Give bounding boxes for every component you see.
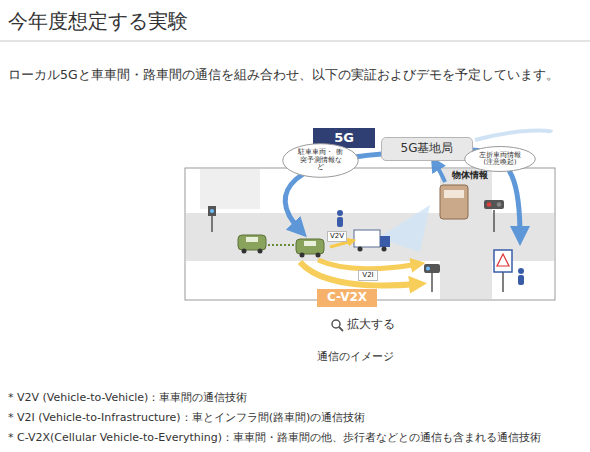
magnifier-icon bbox=[332, 320, 340, 328]
footnote: * C-V2X(Cellular Vehicle-to-Everything)：… bbox=[8, 431, 541, 444]
intro-text: ローカル5Gと車車間・路車間の通信を組み合わせ、以下の実証およびデモを予定してい… bbox=[8, 67, 559, 82]
truck bbox=[354, 230, 390, 252]
node-text: 駐車車両・ 衝突予測情報など bbox=[297, 149, 345, 171]
node-text: 左折車両情報 (注意喚起) bbox=[478, 152, 522, 167]
traffic-light bbox=[484, 200, 504, 209]
car bbox=[296, 239, 324, 258]
bus bbox=[440, 185, 468, 219]
dotted-link bbox=[268, 244, 294, 246]
block bbox=[200, 169, 260, 209]
info-callout: 駐車車両・ 衝突予測情報など bbox=[282, 143, 359, 178]
car bbox=[238, 235, 266, 254]
traffic-light bbox=[424, 264, 440, 273]
crossroad bbox=[440, 169, 492, 299]
figure-caption: 通信のイメージ bbox=[317, 350, 394, 363]
footnote: * V2I (Vehicle-to-Infrastructure)：車とインフラ… bbox=[8, 411, 365, 424]
cv2x-arrow bbox=[318, 260, 418, 269]
title-rule bbox=[0, 41, 590, 42]
pedestrian bbox=[337, 210, 524, 285]
object-info-label: 物体情報 bbox=[452, 170, 488, 181]
node-text: 5G bbox=[334, 131, 354, 146]
warning-sign bbox=[494, 250, 512, 272]
node-text: V2I bbox=[362, 271, 373, 279]
footnote: * V2V (Vehicle-to-Vehicle)：車車間の通信技術 bbox=[8, 391, 247, 404]
5g-arrow bbox=[475, 130, 552, 140]
traffic-light bbox=[208, 206, 216, 216]
cv2x-label: C-V2X bbox=[317, 289, 377, 307]
base-station-box: 5G基地局 bbox=[381, 137, 473, 161]
v2v-tag: V2V bbox=[327, 231, 347, 242]
node-text: C-V2X bbox=[327, 291, 367, 305]
bus-window bbox=[444, 190, 464, 198]
info-callout: 左折車両情報 (注意喚起) bbox=[464, 146, 536, 172]
node-text: V2V bbox=[330, 232, 344, 240]
enlarge-link: 拡大する bbox=[347, 317, 395, 331]
v2i-tag: V2I bbox=[358, 270, 378, 281]
page-title: 今年度想定する実験 bbox=[8, 9, 188, 33]
node-text: 5G基地局 bbox=[401, 142, 454, 156]
sensor-area bbox=[378, 205, 430, 252]
map-frame bbox=[185, 168, 555, 300]
5g-arrow bbox=[435, 163, 445, 182]
